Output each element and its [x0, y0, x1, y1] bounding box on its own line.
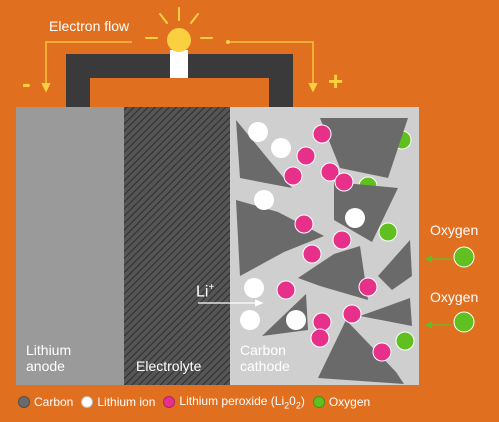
legend-label: Lithium peroxide (Li202): [179, 393, 305, 411]
lithium-peroxide: [296, 146, 316, 166]
legend: Carbon Lithium ion Lithium peroxide (Li2…: [18, 393, 378, 411]
cathode-particles: [236, 118, 415, 384]
legend-label: Oxygen: [328, 395, 371, 409]
anode-label-line1: Lithium: [26, 342, 72, 358]
lithium-peroxide: [342, 304, 362, 324]
lithium-peroxide: [276, 280, 296, 300]
lithium-ion: [248, 122, 268, 142]
lithium-peroxide: [332, 230, 352, 250]
oxygen-inflow-arrow-bottom: [424, 321, 452, 329]
li-symbol: Li: [196, 283, 209, 301]
electron-flow-label: Electron flow: [49, 18, 130, 34]
lithium-peroxide: [302, 244, 322, 264]
lithium-ion-swatch-icon: [81, 396, 94, 408]
lithium-peroxide: [283, 166, 303, 186]
electron-flow-arrow-left: [41, 41, 132, 93]
anode-label: Lithium anode: [26, 342, 71, 374]
li-charge: +: [208, 282, 215, 293]
carbon-particle: [298, 246, 368, 300]
oxygen-label-bottom: Oxygen: [430, 289, 479, 305]
lithium-ion-arrow: [198, 299, 264, 307]
cathode-label-line2: cathode: [240, 358, 290, 374]
lithium-peroxide: [320, 162, 340, 182]
legend-label: Carbon: [34, 395, 74, 409]
electrolyte-label: Electrolyte: [136, 358, 202, 374]
minus-sign: -: [22, 68, 31, 98]
lithium-ion: [271, 138, 291, 158]
lithium-peroxide: [372, 342, 392, 362]
carbon-particle: [334, 182, 398, 242]
lithium-peroxide-swatch-icon: [163, 395, 176, 408]
lithium-ion: [240, 310, 260, 330]
lithium-ion: [286, 310, 306, 330]
legend-item-oxygen: Oxygen: [312, 395, 371, 409]
oxygen-inflow-arrow-top: [424, 255, 452, 263]
oxygen-label-top: Oxygen: [430, 222, 479, 238]
cathode-label: Carbon cathode: [240, 342, 290, 374]
oxygen-molecule-top: [453, 246, 475, 268]
carbon-particle: [236, 200, 324, 276]
oxygen-molecule-bottom: [453, 311, 475, 333]
oxygen-molecule: [378, 222, 398, 242]
cathode-label-line1: Carbon: [240, 342, 286, 358]
oxygen-swatch-icon: [312, 396, 325, 408]
lithium-anode: [16, 107, 124, 385]
lithium-peroxide: [334, 172, 354, 192]
anode-label-line2: anode: [26, 358, 65, 374]
lithium-ion: [345, 208, 365, 228]
carbon-swatch-icon: [18, 396, 30, 408]
carbon-particle: [320, 118, 408, 178]
oxygen-molecule: [395, 331, 415, 351]
lithium-peroxide: [312, 124, 332, 144]
legend-item-lithium-ion: Lithium ion: [81, 395, 155, 409]
carbon-particle: [378, 240, 412, 290]
electron-flow-arrow-right: [226, 40, 318, 93]
light-bulb-icon: [145, 7, 213, 78]
lithium-peroxide: [294, 214, 314, 234]
legend-item-lithium-peroxide: Lithium peroxide (Li202): [163, 393, 305, 411]
lithium-ion-label: Li+: [196, 282, 214, 301]
lithium-peroxide: [358, 277, 378, 297]
legend-item-carbon: Carbon: [18, 395, 73, 409]
lithium-peroxide: [310, 328, 330, 348]
electrolyte-region: [124, 107, 230, 385]
lithium-peroxide: [312, 312, 332, 332]
plus-sign: +: [328, 66, 344, 96]
carbon-particle: [360, 298, 412, 326]
legend-label: Lithium ion: [97, 395, 156, 409]
lithium-ion: [244, 278, 264, 298]
lithium-ion: [254, 190, 274, 210]
carbon-particle: [318, 320, 404, 384]
